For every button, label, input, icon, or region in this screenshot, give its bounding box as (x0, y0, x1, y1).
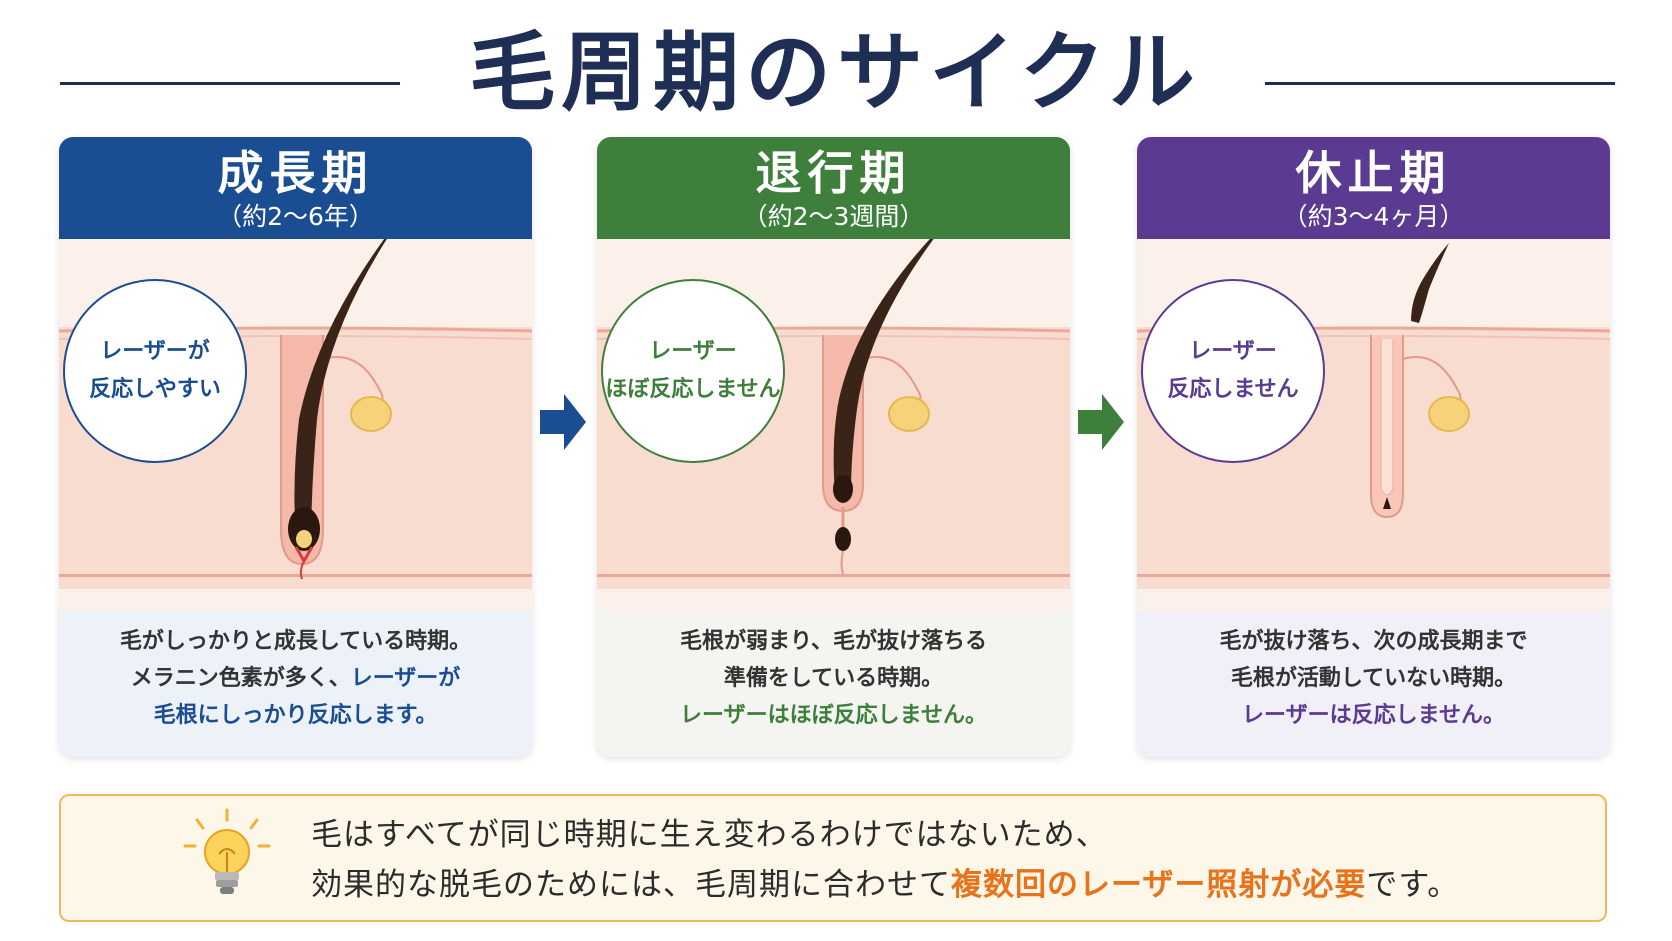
info-note: 毛はすべてが同じ時期に生え変わるわけではないため、 効果的な脱毛のためには、毛周… (59, 794, 1607, 922)
laser-reaction-badge: レーザー ほぼ反応しません (601, 279, 785, 463)
phase-card-telogen: 休止期 （約3〜4ヶ月） レーザー 反応しません 毛が抜け落ち、次の成長期まで … (1137, 137, 1610, 757)
note-highlight: 複数回のレーザー照射が必要 (951, 867, 1367, 903)
hair-illustration: レーザーが 反応しやすい (59, 239, 532, 611)
phase-name: 成長期 (217, 146, 374, 200)
title-divider-right (1265, 82, 1615, 85)
laser-reaction-badge: レーザーが 反応しやすい (63, 279, 247, 463)
phase-card-catagen: 退行期 （約2〜3週間） レーザー ほぼ反応しません 毛根が弱まり、毛が抜け落ち… (597, 137, 1070, 757)
phase-period: （約2〜6年） (217, 202, 374, 231)
phase-header: 成長期 （約2〜6年） (59, 137, 532, 239)
lightbulb-icon (183, 808, 271, 894)
title-row: 毛周期のサイクル (0, 18, 1672, 128)
phase-period: （約3〜4ヶ月） (1282, 202, 1465, 231)
phase-description: 毛がしっかりと成長している時期。 メラニン色素が多く、レーザーが 毛根にしっかり… (59, 611, 532, 757)
phase-description: 毛根が弱まり、毛が抜け落ちる 準備をしている時期。 レーザーはほぼ反応しません。 (597, 611, 1070, 757)
phase-name: 退行期 (755, 146, 912, 200)
note-text: 毛はすべてが同じ時期に生え変わるわけではないため、 効果的な脱毛のためには、毛周… (311, 817, 1460, 903)
phase-description: 毛が抜け落ち、次の成長期まで 毛根が活動していない時期。 レーザーは反応しません… (1137, 611, 1610, 757)
phase-header: 退行期 （約2〜3週間） (597, 137, 1070, 239)
arrow-right-icon (1078, 394, 1124, 450)
phase-name: 休止期 (1295, 146, 1452, 200)
title-divider-left (60, 82, 400, 85)
laser-reaction-badge: レーザー 反応しません (1141, 279, 1325, 463)
phase-card-anagen: 成長期 （約2〜6年） レーザーが 反応しやすい 毛がしっかりと成長している時期… (59, 137, 532, 757)
hair-illustration: レーザー 反応しません (1137, 239, 1610, 611)
arrow-right-icon (540, 394, 586, 450)
phase-header: 休止期 （約3〜4ヶ月） (1137, 137, 1610, 239)
phase-period: （約2〜3週間） (742, 202, 925, 231)
page-title: 毛周期のサイクル (469, 22, 1201, 123)
hair-illustration: レーザー ほぼ反応しません (597, 239, 1070, 611)
